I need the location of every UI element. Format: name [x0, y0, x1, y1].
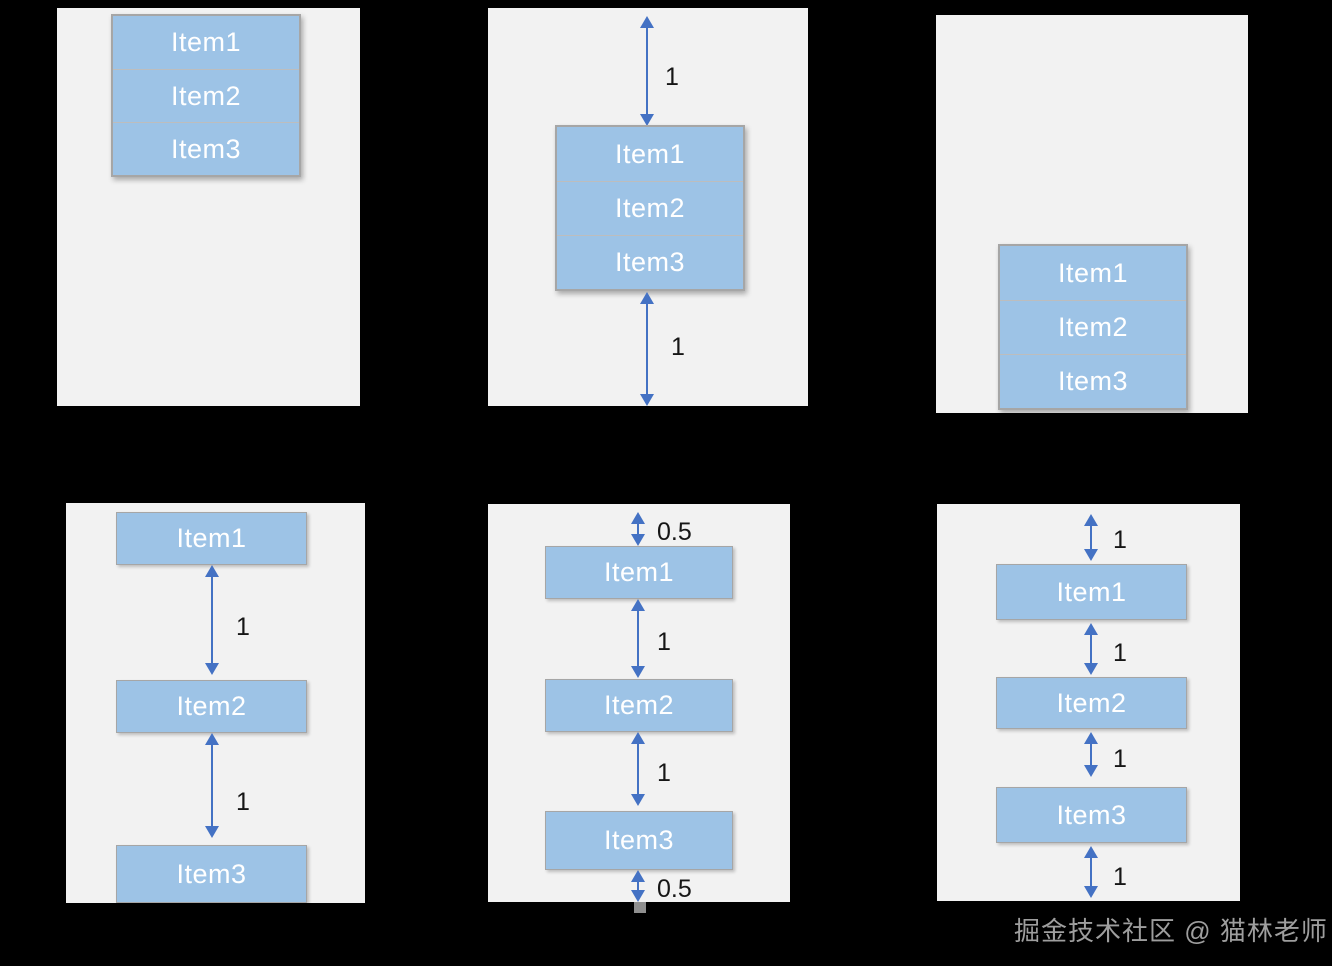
flex-item: Item3 — [116, 845, 307, 903]
watermark-text: 掘金技术社区 @ 猫林老师 — [1014, 916, 1328, 946]
vertical-double-arrow — [204, 733, 220, 838]
arrow-shaft — [1089, 526, 1093, 549]
item-stack: Item1 Item2 Item3 — [111, 14, 301, 177]
flex-item: Item3 — [557, 235, 743, 289]
arrowhead-up-icon — [631, 870, 645, 882]
flex-item: Item1 — [545, 546, 733, 599]
arrow-shaft — [1089, 858, 1093, 886]
arrowhead-up-icon — [640, 292, 654, 304]
panel-top-center: 1 Item1 Item2 Item3 1 — [488, 8, 808, 406]
vertical-double-arrow — [630, 732, 646, 806]
arrowhead-up-icon — [640, 16, 654, 28]
arrowhead-down-icon — [631, 890, 645, 902]
gap-size-label: 1 — [1113, 526, 1127, 554]
arrowhead-up-icon — [205, 733, 219, 745]
arrowhead-up-icon — [1084, 514, 1098, 526]
flex-item: Item3 — [996, 787, 1187, 843]
item-stack: Item1 Item2 Item3 — [998, 244, 1188, 410]
vertical-double-arrow — [1083, 514, 1099, 561]
gap-size-label: 1 — [671, 333, 685, 361]
arrow-shaft — [636, 882, 640, 890]
arrow-shaft — [636, 524, 640, 534]
vertical-double-arrow — [639, 292, 655, 406]
arrowhead-down-icon — [205, 826, 219, 838]
panel-top-left: Item1 Item2 Item3 — [57, 8, 360, 406]
arrow-shaft — [1089, 744, 1093, 765]
arrow-shaft — [636, 611, 640, 666]
arrowhead-up-icon — [1084, 846, 1098, 858]
flex-item: Item2 — [557, 181, 743, 235]
arrowhead-up-icon — [1084, 623, 1098, 635]
vertical-double-arrow — [639, 16, 655, 126]
arrow-overflow-stub — [634, 902, 646, 913]
vertical-double-arrow — [1083, 846, 1099, 898]
vertical-double-arrow — [630, 870, 646, 902]
gap-size-label: 1 — [236, 613, 250, 641]
vertical-double-arrow — [1083, 623, 1099, 675]
flex-item: Item1 — [614, 138, 686, 169]
panel-top-right: Item1 Item2 Item3 — [936, 15, 1248, 413]
arrowhead-down-icon — [631, 534, 645, 546]
arrowhead-down-icon — [631, 794, 645, 806]
arrow-shaft — [1089, 635, 1093, 663]
arrowhead-up-icon — [631, 512, 645, 524]
vertical-double-arrow — [630, 599, 646, 678]
gap-size-label: 1 — [1113, 639, 1127, 667]
panel-bottom-left: Item1 1 Item2 1 Item3 — [66, 503, 365, 903]
arrowhead-down-icon — [1084, 549, 1098, 561]
arrowhead-down-icon — [1084, 663, 1098, 675]
flex-item: Item1 — [170, 27, 242, 57]
arrowhead-down-icon — [1084, 765, 1098, 777]
flex-item: Item1 — [1057, 257, 1129, 288]
flex-item: Item2 — [1000, 300, 1186, 354]
panel-bottom-center: 0.5 Item1 1 Item2 1 Item3 0.5 — [488, 504, 790, 902]
arrowhead-down-icon — [1084, 886, 1098, 898]
flex-item: Item2 — [113, 69, 299, 122]
flex-item: Item2 — [116, 680, 307, 733]
gap-size-label: 0.5 — [657, 875, 692, 903]
arrow-shaft — [645, 28, 649, 114]
gap-size-label: 1 — [1113, 863, 1127, 891]
flex-item: Item3 — [1000, 354, 1186, 408]
vertical-double-arrow — [204, 565, 220, 675]
flex-item: Item1 — [996, 564, 1187, 620]
flex-item: Item3 — [113, 122, 299, 175]
gap-size-label: 1 — [657, 628, 671, 656]
arrow-shaft — [645, 304, 649, 394]
arrow-shaft — [210, 577, 214, 663]
arrow-shaft — [636, 744, 640, 794]
flex-item: Item3 — [545, 811, 733, 870]
arrow-shaft — [210, 745, 214, 826]
gap-size-label: 1 — [1113, 745, 1127, 773]
arrowhead-up-icon — [205, 565, 219, 577]
arrowhead-down-icon — [640, 114, 654, 126]
item-stack: Item1 Item2 Item3 — [555, 125, 745, 291]
arrowhead-up-icon — [631, 599, 645, 611]
gap-size-label: 1 — [665, 63, 679, 91]
flex-item: Item2 — [545, 679, 733, 732]
gap-size-label: 0.5 — [657, 518, 692, 546]
arrowhead-down-icon — [631, 666, 645, 678]
panel-bottom-right: 1 Item1 1 Item2 1 Item3 1 — [937, 504, 1240, 901]
arrowhead-down-icon — [640, 394, 654, 406]
arrowhead-down-icon — [205, 663, 219, 675]
flex-item: Item1 — [116, 512, 307, 565]
gap-size-label: 1 — [657, 759, 671, 787]
vertical-double-arrow — [1083, 732, 1099, 777]
arrowhead-up-icon — [1084, 732, 1098, 744]
arrowhead-up-icon — [631, 732, 645, 744]
vertical-double-arrow — [630, 512, 646, 546]
gap-size-label: 1 — [236, 788, 250, 816]
flex-item: Item2 — [996, 677, 1187, 729]
